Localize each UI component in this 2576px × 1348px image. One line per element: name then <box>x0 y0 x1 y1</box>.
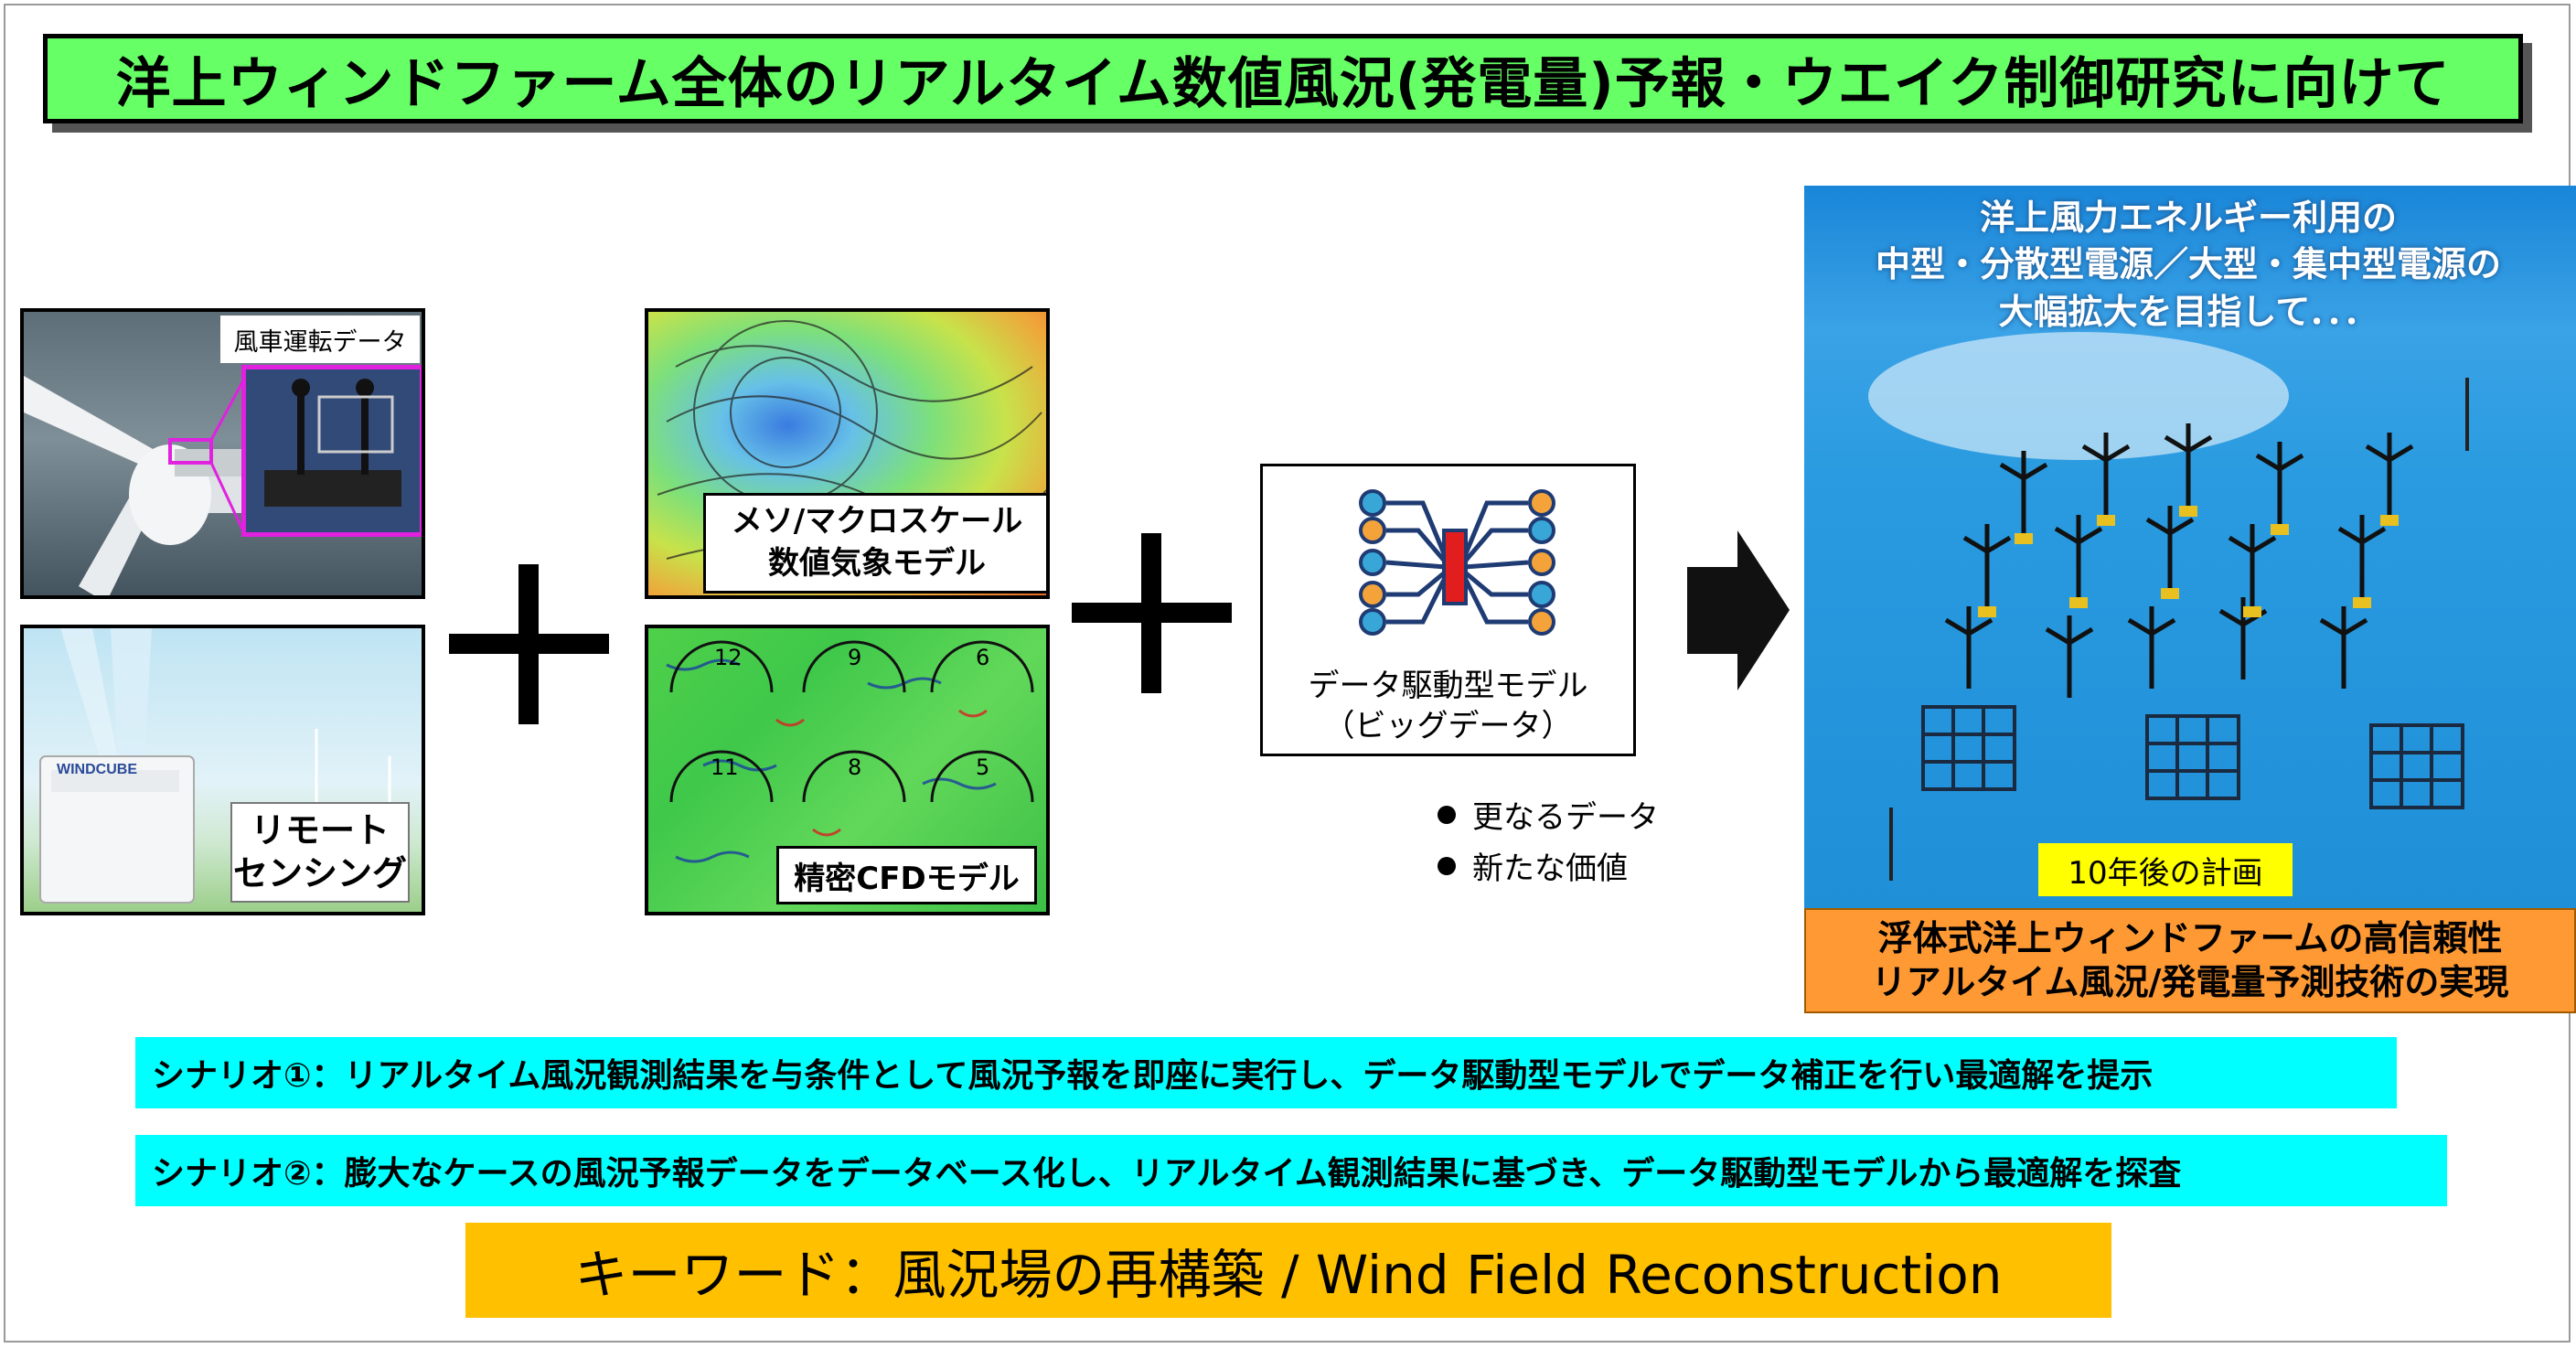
cfd-model-image: 12 9 6 11 8 5 精密CFDモデル <box>645 625 1050 915</box>
cfd-gauge-6: 5 <box>976 754 990 780</box>
cfd-label: 精密CFDモデル <box>776 846 1037 904</box>
data-driven-model-sublabel: （ビッグデータ） <box>1323 708 1573 744</box>
cfd-gauge-1: 12 <box>714 645 743 670</box>
anemometer-inset <box>241 365 422 537</box>
cfd-gauge-3: 6 <box>976 645 990 670</box>
scenario-1: シナリオ①：リアルタイム風況観測結果を与条件として風況予報を即座に実行し、データ… <box>135 1037 2397 1108</box>
turbine-nacelle-image <box>24 376 271 595</box>
cfd-gauge-5: 8 <box>848 754 862 780</box>
remote-sensing-image: WINDCUBE リモート センシング <box>20 625 425 915</box>
data-driven-model-label: データ駆動型モデル <box>1308 668 1588 704</box>
cfd-gauge-2: 9 <box>848 645 862 670</box>
mesoscale-model-image: メソ/マクロスケール 数値気象モデル <box>645 308 1050 599</box>
cfd-gauge-4: 11 <box>711 754 739 780</box>
turbine-photo: 風車運転データ <box>20 308 425 599</box>
bullet-icon <box>1438 856 1456 875</box>
right-arrow-icon <box>1687 530 1790 690</box>
remote-sensing-label: リモート センシング <box>230 802 410 903</box>
scenario-2: シナリオ②：膨大なケースの風況予報データをデータベース化し、リアルタイム観測結果… <box>135 1135 2447 1206</box>
neural-network-icon <box>1359 489 1555 636</box>
page-title: 洋上ウィンドファーム全体のリアルタイム数値風況(発電量)予報・ウエイク制御研究に… <box>43 34 2523 123</box>
windcube-logo: WINDCUBE <box>57 762 137 777</box>
bullet-icon <box>1438 805 1456 824</box>
ten-year-plan-badge: 10年後の計画 <box>2038 843 2293 896</box>
data-driven-model-box: データ駆動型モデル （ビッグデータ） <box>1260 464 1636 756</box>
keyword-banner: キーワード：風況場の再構築 / Wind Field Reconstructio… <box>465 1223 2111 1318</box>
mesoscale-label: メソ/マクロスケール 数値気象モデル <box>703 493 1046 594</box>
turbine-data-label: 風車運転データ <box>220 316 420 363</box>
benefit-item-1: 更なるデータ <box>1438 792 1659 837</box>
benefit-item-2: 新たな価値 <box>1438 843 1628 888</box>
vision-text: 洋上風力エネルギー利用の 中型・分散型電源／大型・集中型電源の 大幅拡大を目指し… <box>1875 198 2501 332</box>
plus-icon-1 <box>449 564 609 724</box>
plus-icon-2 <box>1072 533 1232 693</box>
realization-banner: 浮体式洋上ウィンドファームの高信頼性 リアルタイム風況/発電量予測技術の実現 <box>1804 908 2576 1013</box>
offshore-windfarm-image: 洋上風力エネルギー利用の 中型・分散型電源／大型・集中型電源の 大幅拡大を目指し… <box>1804 186 2576 908</box>
